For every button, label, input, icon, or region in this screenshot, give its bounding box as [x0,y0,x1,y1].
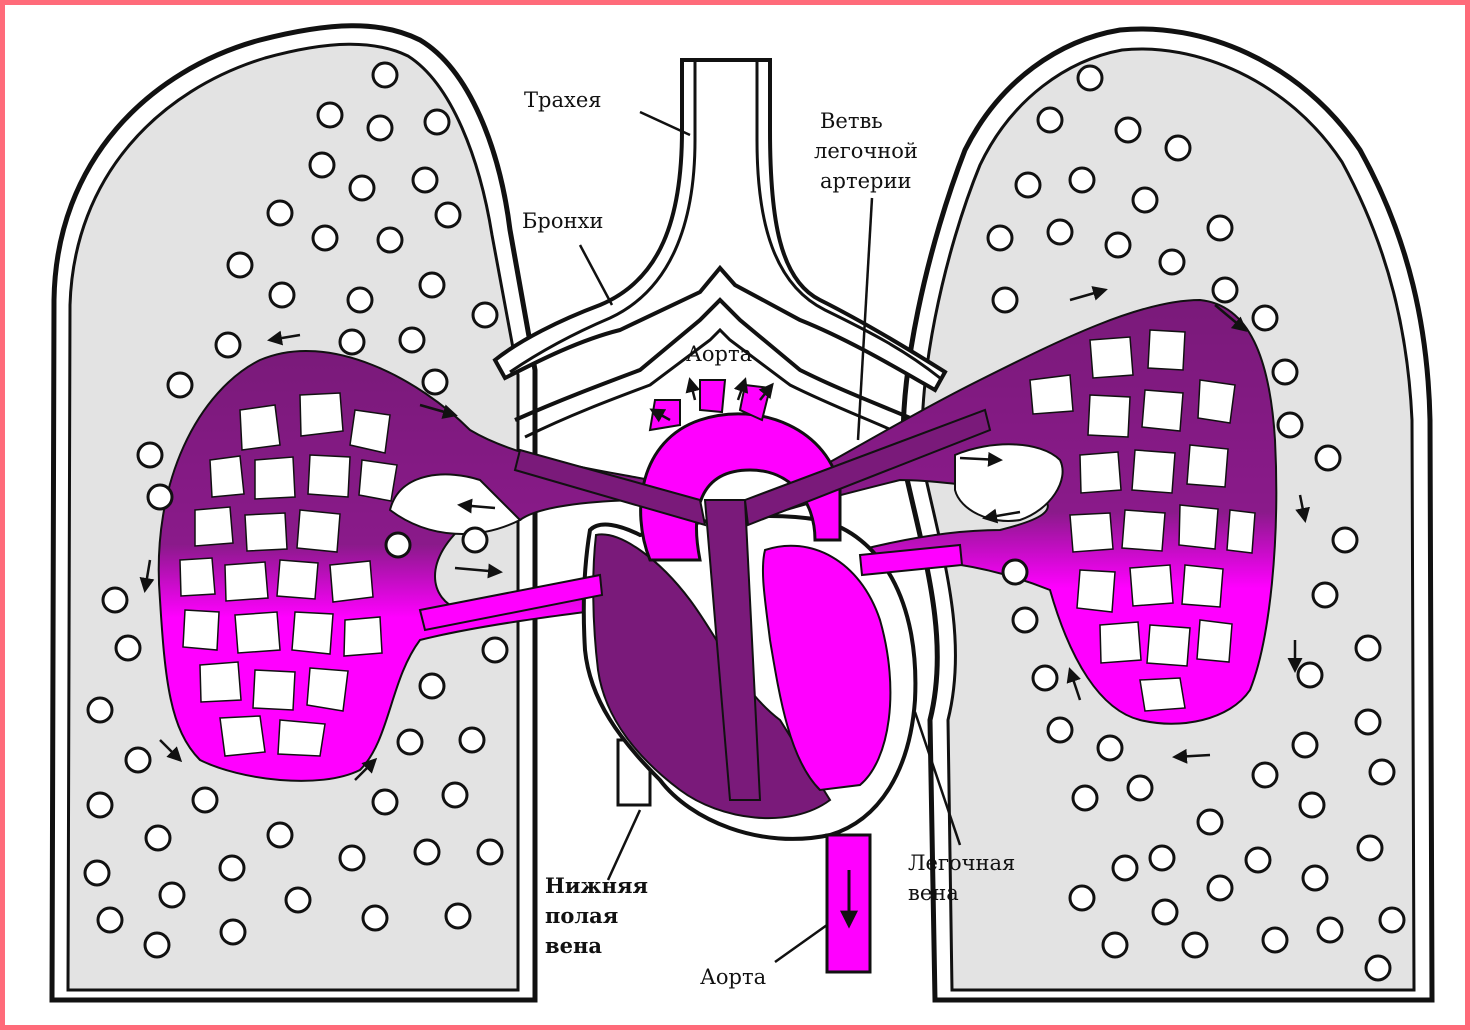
label-ivc-line-3: вена [545,933,602,958]
label-ivc-line-2: полая [545,903,618,928]
label-pulmonary-vein-line-1: Легочная [908,851,1015,875]
label-aorta-bottom: Аорта [700,965,766,989]
label-ivc-line-1: Нижняя [545,873,648,898]
label-bronchi: Бронхи [522,209,603,233]
label-pulmonary-artery-line-3: артерии [820,169,911,193]
label-pulmonary-artery-line-2: легочной [814,139,918,163]
label-pulmonary-artery-line-1: Ветвь [820,109,883,133]
label-pulmonary-vein-line-2: вена [908,881,959,905]
label-trachea: Трахея [524,88,602,112]
label-aorta-top: Аорта [686,342,752,366]
